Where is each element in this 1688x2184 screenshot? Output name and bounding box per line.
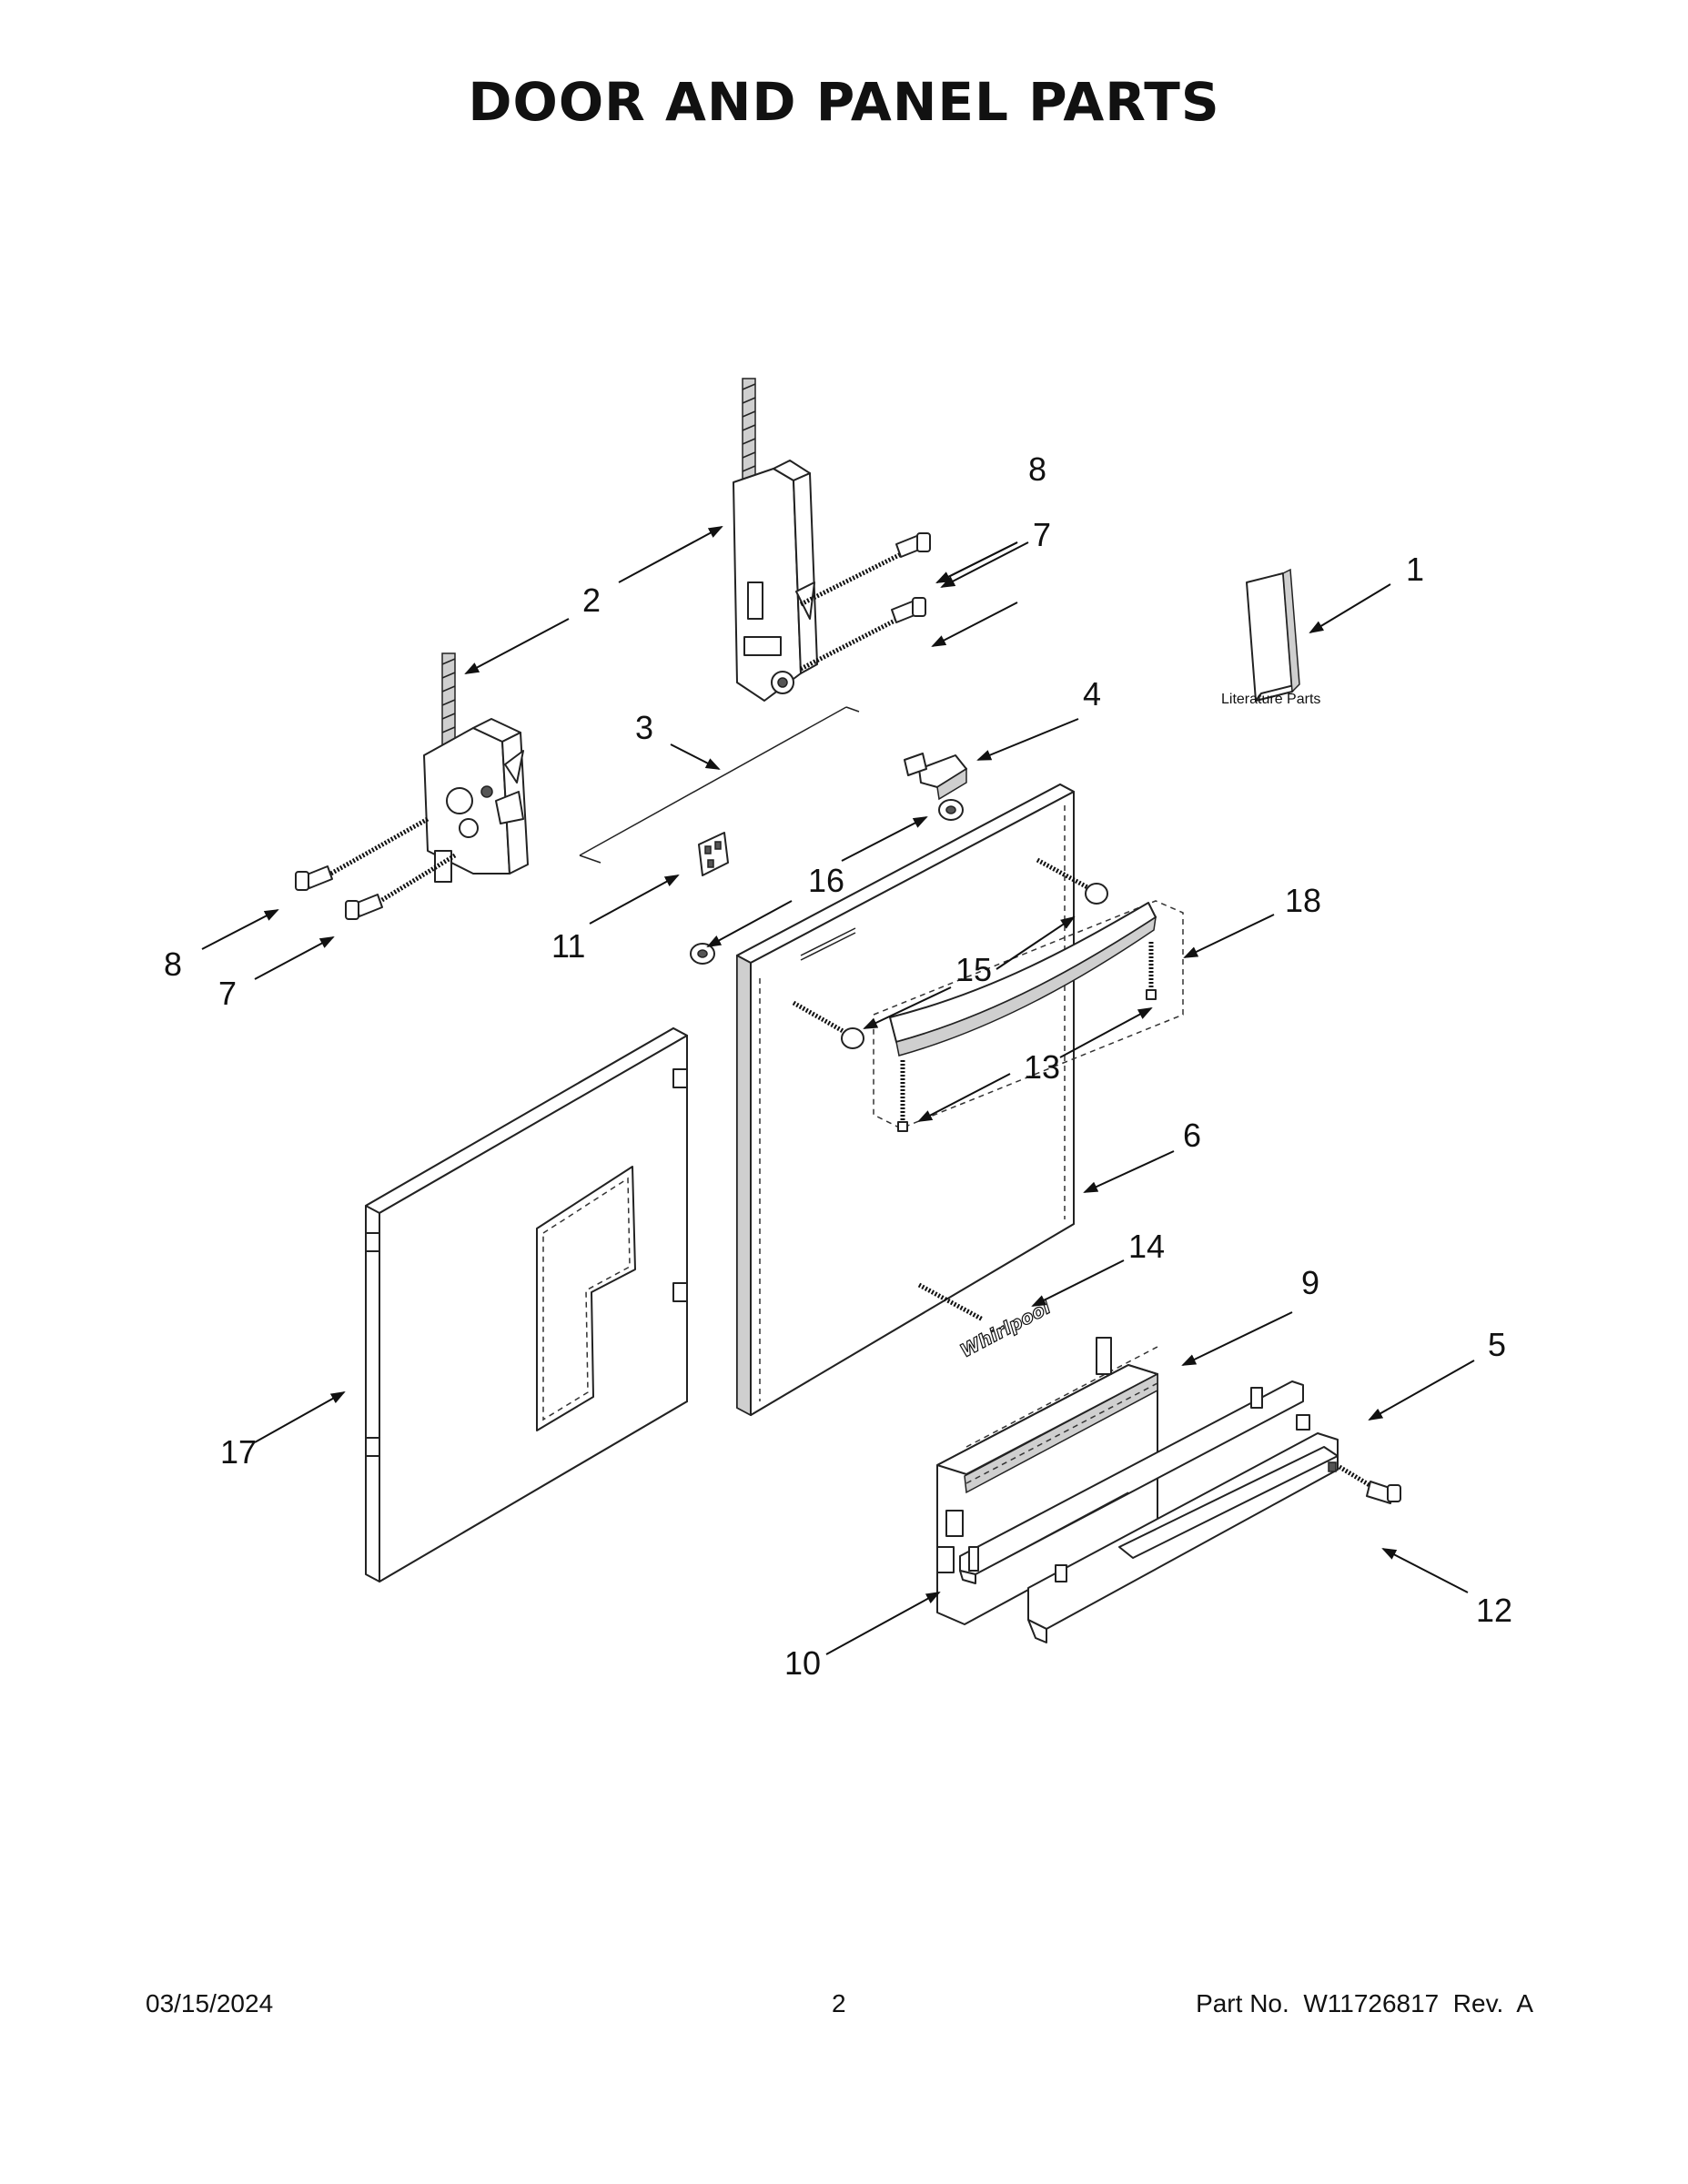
callout-9: 9 [1301, 1264, 1319, 1301]
callout-7-left: 7 [218, 975, 237, 1012]
literature-parts-icon [1246, 568, 1300, 702]
footer-page-number: 2 [832, 1989, 846, 2017]
bottom-panel-screw [1338, 1464, 1401, 1504]
door-rod [579, 706, 860, 864]
callout-8-top: 8 [1028, 450, 1046, 488]
callout-11: 11 [551, 927, 585, 965]
outer-door-panel [736, 784, 1075, 1417]
whirlpool-logo-badge: Whirlpool [917, 1282, 1056, 1362]
literature-parts-label: Literature Parts [1221, 692, 1320, 707]
whirlpool-logo-text: Whirlpool [956, 1296, 1055, 1362]
latch-clip [904, 753, 967, 801]
callout-2: 2 [582, 581, 601, 619]
callout-12: 12 [1476, 1592, 1512, 1629]
right-hinge-assembly [733, 378, 818, 702]
callout-6: 6 [1183, 1117, 1201, 1154]
door-handle [873, 900, 1184, 1132]
callout-3: 3 [635, 709, 653, 746]
callout-4: 4 [1083, 675, 1101, 713]
handle-screw-left [792, 1000, 864, 1049]
door-bumper-left [690, 943, 715, 965]
hinge-screw-left-7 [345, 853, 457, 920]
inner-door-panel [365, 1026, 688, 1582]
callout-13: 13 [1024, 1048, 1060, 1086]
bottom-panel [1027, 1414, 1339, 1643]
footer-date: 03/15/2024 [146, 1989, 274, 2017]
handle-screw-right [1036, 857, 1108, 905]
callout-8-left: 8 [164, 945, 182, 983]
callout-15: 15 [955, 951, 992, 988]
hinge-screw-top-7 [799, 597, 926, 672]
hinge-screw-left-8 [295, 816, 430, 891]
callout-7-top: 7 [1033, 516, 1051, 553]
left-hinge-assembly [423, 652, 529, 883]
callout-5: 5 [1488, 1326, 1506, 1363]
kick-plate [959, 1380, 1304, 1584]
small-bracket [698, 832, 729, 876]
callout-leaders [201, 526, 1475, 1655]
hinge-screw-top-8 [799, 532, 931, 607]
callout-16: 16 [808, 862, 844, 899]
footer-part-number: Part No. W11726817 Rev. A [1196, 1989, 1533, 2017]
callout-10: 10 [784, 1644, 821, 1682]
door-bumper-top [938, 799, 964, 821]
callout-1: 1 [1406, 551, 1424, 588]
callout-18: 18 [1285, 882, 1321, 919]
page-title: DOOR AND PANEL PARTS [468, 71, 1220, 133]
callout-17: 17 [220, 1433, 257, 1471]
callout-14: 14 [1128, 1228, 1165, 1265]
